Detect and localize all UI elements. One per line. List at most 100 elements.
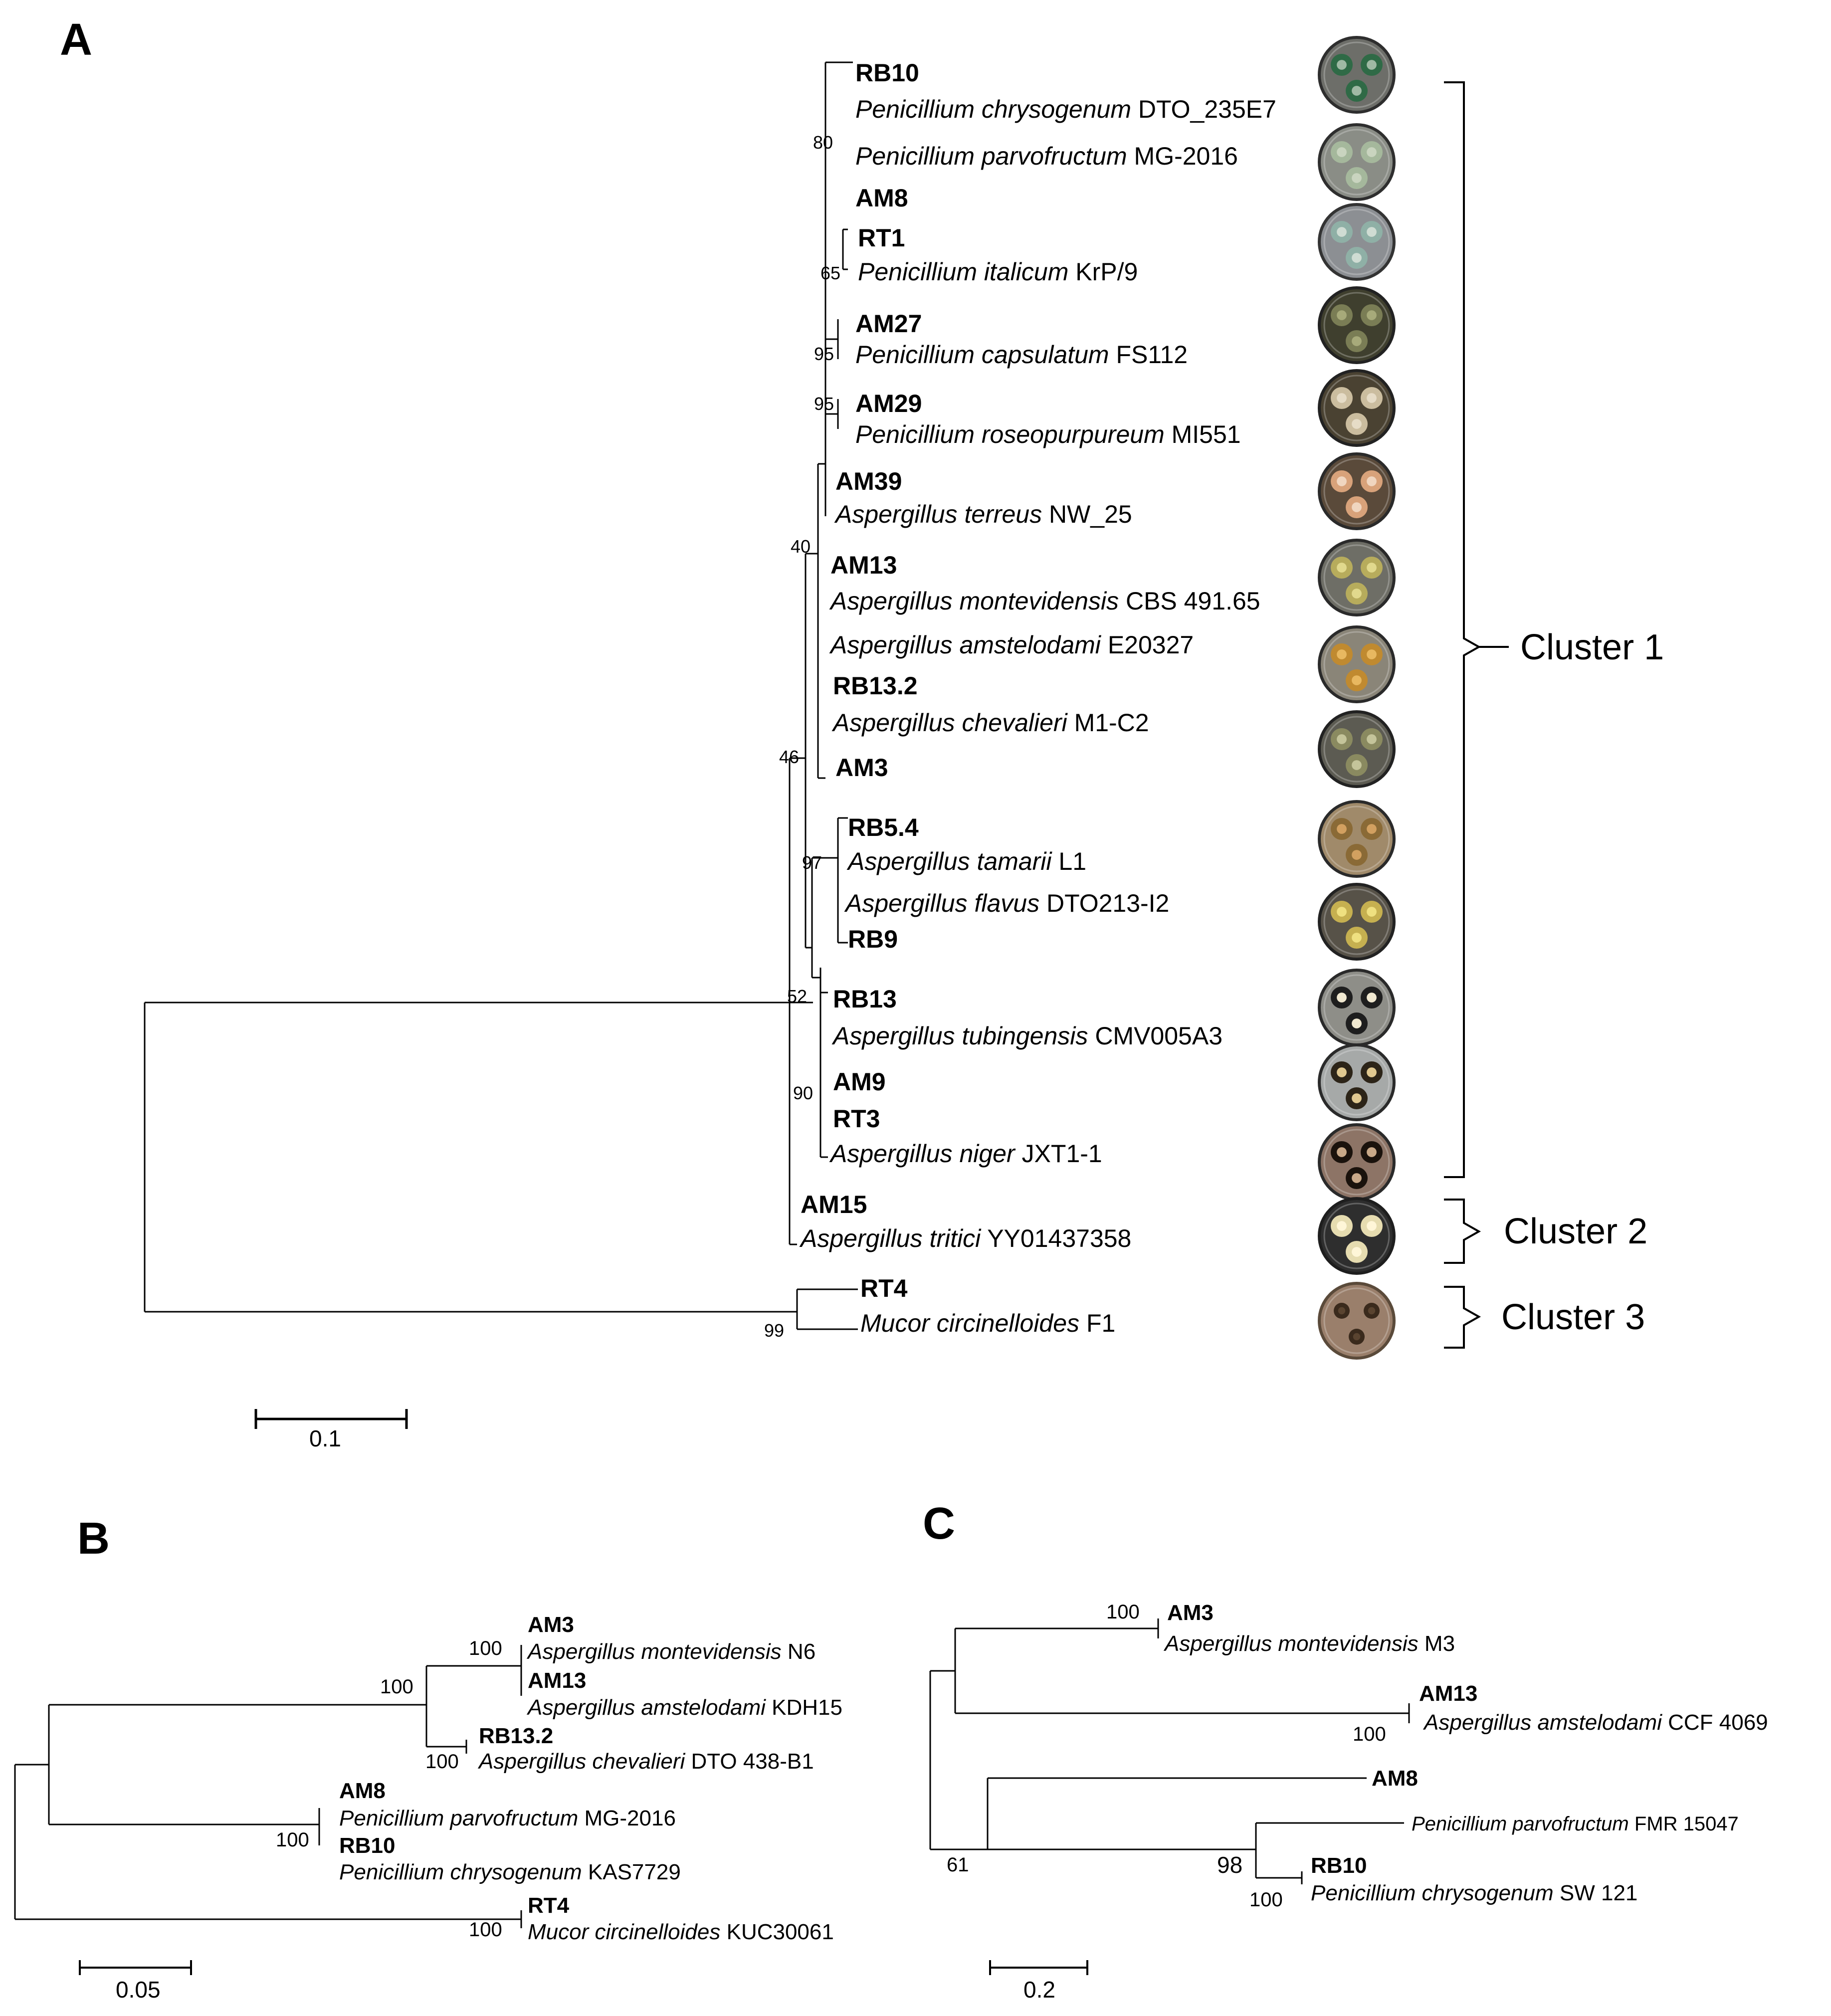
culture-plate [1318,539,1396,616]
plate-rim-highlight [1323,41,1390,108]
taxon-label: AM39 [835,467,902,495]
plate-rim-highlight [1323,806,1390,872]
panel-c-letter: C [923,1499,955,1549]
culture-plates [1318,36,1396,1360]
plate-rim-highlight [1323,974,1390,1041]
panel-a-bootstraps: 80 65 95 95 40 46 97 52 90 99 [764,132,840,1341]
colony-center [1368,1307,1376,1315]
cluster-1-label: Cluster 1 [1520,627,1664,667]
taxon-label: AM29 [855,390,922,417]
taxon-label: AM13 [830,551,897,579]
colony-center [1352,760,1362,770]
cluster-3-bracket [1444,1286,1481,1349]
culture-plate [1318,1282,1396,1360]
culture-plate [1318,369,1396,447]
taxon-label: RT4 [860,1274,908,1302]
colony-center [1337,476,1347,486]
taxon-label: Aspergillus niger JXT1-1 [829,1140,1102,1168]
panel-b-scale-label: 0.05 [116,1977,161,2003]
bootstrap-value: 99 [764,1320,784,1341]
colony-center [1337,60,1347,70]
colony-center [1367,1221,1377,1231]
culture-plate [1318,286,1396,364]
taxon-label: Penicillium chrysogenum SW 121 [1311,1881,1637,1905]
bootstrap-value: 95 [814,344,834,364]
colony-center [1337,1221,1347,1231]
panel-b-taxa: AM3 Aspergillus montevidensis N6 AM13 As… [339,1613,842,1944]
colony-center [1337,993,1347,1003]
panel-a-letter: A [60,15,92,65]
taxon-label: AM13 [1419,1681,1477,1706]
cluster-brackets [1444,81,1509,1349]
bootstrap-value: 46 [779,747,799,767]
culture-plate [1318,452,1396,530]
culture-plate [1318,800,1396,878]
taxon-label: AM3 [835,754,888,782]
panel-a: A [60,15,1664,1451]
colony-center [1352,253,1362,263]
taxon-label: Penicillium chrysogenum DTO_235E7 [855,95,1276,123]
colony-center [1367,1147,1377,1157]
culture-plate [1318,1043,1396,1121]
panel-b: B AM3 Aspergillus montevidensis N6 AM13 … [14,1514,842,2003]
cluster-3-label: Cluster 3 [1501,1297,1645,1337]
colony-center [1352,86,1362,96]
colony-center [1367,60,1377,70]
panel-b-scale-bar [79,1960,192,1975]
bootstrap-value: 80 [813,132,833,153]
culture-plate [1318,36,1396,114]
taxon-label: Aspergillus montevidensis M3 [1163,1631,1455,1656]
colony-center [1352,850,1362,860]
plate-rim-highlight [1323,208,1390,275]
bootstrap-value: 100 [380,1676,413,1698]
colony-center [1367,824,1377,834]
bootstrap-value: 100 [276,1829,309,1851]
taxon-label: AM8 [855,184,908,212]
colony-center [1352,173,1362,183]
colony-center [1337,147,1347,157]
plate-rim-highlight [1323,129,1390,196]
colony-center [1352,1247,1362,1257]
taxon-label: AM3 [1167,1601,1214,1625]
bootstrap-value: 100 [469,1637,502,1659]
colony-center [1352,589,1362,599]
panel-c: C AM3 Aspergillus montevidensis M3 AM13 … [923,1499,1768,2003]
bootstrap-value: 100 [1353,1723,1386,1745]
taxon-label: RB13.2 [833,672,918,700]
taxon-label: Aspergillus montevidensis N6 [526,1639,815,1664]
colony-center [1337,393,1347,403]
colony-center [1352,933,1362,943]
taxon-label: Penicillium italicum KrP/9 [858,258,1138,286]
panel-b-tree-branches [14,1645,522,1928]
culture-plate [1318,883,1396,961]
taxon-label: RB10 [1311,1853,1367,1878]
taxon-label: Mucor circinelloides F1 [860,1309,1115,1337]
taxon-label: Penicillium roseopurpureum MI551 [855,420,1241,448]
plate-rim-highlight [1323,1203,1390,1269]
plate-rim-highlight [1323,292,1390,359]
taxon-label: AM8 [339,1779,386,1803]
taxon-label: RB9 [848,925,898,953]
colony-center [1367,310,1377,320]
plate-rim-highlight [1323,375,1390,441]
taxon-label: RB10 [339,1833,396,1858]
taxon-label: Aspergillus tamarii L1 [846,847,1086,875]
colony-center [1352,675,1362,685]
plate-rim-highlight [1323,1129,1390,1196]
taxon-label: Aspergillus amstelodami KDH15 [526,1695,842,1720]
plate-rim-highlight [1323,1049,1390,1116]
taxon-label: RB10 [855,59,919,87]
panel-b-letter: B [77,1514,110,1564]
taxon-label: Aspergillus montevidensis CBS 491.65 [829,587,1260,615]
taxon-label: RT3 [833,1105,880,1133]
taxon-label: Aspergillus tritici YY01437358 [799,1224,1131,1252]
taxon-label: AM9 [833,1068,886,1096]
taxon-label: AM3 [528,1613,574,1637]
colony-center [1337,310,1347,320]
colony-center [1367,563,1377,573]
bootstrap-value: 61 [947,1854,969,1876]
bootstrap-value: 97 [802,852,822,873]
taxon-label: RB5.4 [848,813,919,841]
culture-plate [1318,1123,1396,1201]
taxon-label: RT1 [858,224,905,252]
